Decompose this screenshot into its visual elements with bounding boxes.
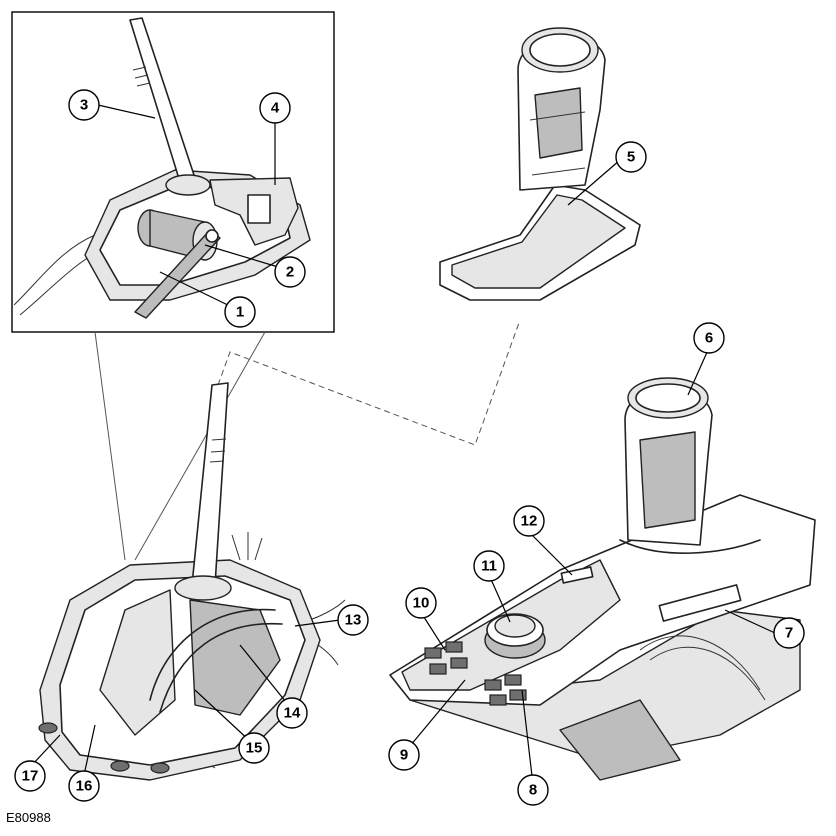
callout-label: 16	[76, 778, 93, 795]
callout-10: 10	[405, 587, 437, 619]
callout-17: 17	[14, 760, 46, 792]
callout-4: 4	[259, 92, 291, 124]
callout-label: 15	[246, 740, 263, 757]
callout-label: 5	[627, 149, 635, 166]
callout-14: 14	[276, 697, 308, 729]
callout-6: 6	[693, 322, 725, 354]
main-shifter-assembly	[38, 382, 346, 781]
callout-12: 12	[513, 505, 545, 537]
callout-5: 5	[615, 141, 647, 173]
callout-label: 10	[413, 595, 430, 612]
inset-shifter-mechanism	[13, 17, 311, 319]
callout-13: 13	[337, 604, 369, 636]
callout-9: 9	[388, 739, 420, 771]
gear-boot-assembly	[439, 27, 641, 301]
callout-label: 8	[529, 782, 537, 799]
callout-label: 12	[521, 513, 538, 530]
callout-label: 13	[345, 612, 362, 629]
callout-label: 4	[271, 100, 280, 117]
leader-lines	[31, 104, 776, 777]
callout-label: 9	[400, 747, 408, 764]
callout-label: 7	[785, 625, 793, 642]
callout-label: 11	[481, 558, 497, 575]
callout-3: 3	[68, 89, 100, 121]
inset-guide-line-left	[94, 331, 126, 561]
callout-label: 17	[22, 768, 39, 785]
callout-label: 3	[80, 97, 88, 114]
figure-reference: E80988	[6, 810, 51, 825]
callout-8: 8	[517, 774, 549, 806]
callout-11: 11	[473, 550, 505, 582]
callout-label: 14	[284, 705, 301, 722]
callout-label: 1	[236, 304, 244, 321]
callout-15: 15	[238, 732, 270, 764]
callout-1: 1	[224, 296, 256, 328]
callout-2: 2	[274, 256, 306, 288]
centre-console-assembly	[389, 377, 816, 781]
callout-label: 6	[705, 330, 713, 347]
callout-label: 2	[286, 264, 294, 281]
boot-guide-line	[217, 319, 521, 446]
callout-7: 7	[773, 617, 805, 649]
callout-16: 16	[68, 770, 100, 802]
inset-guide-line-right	[134, 331, 266, 561]
